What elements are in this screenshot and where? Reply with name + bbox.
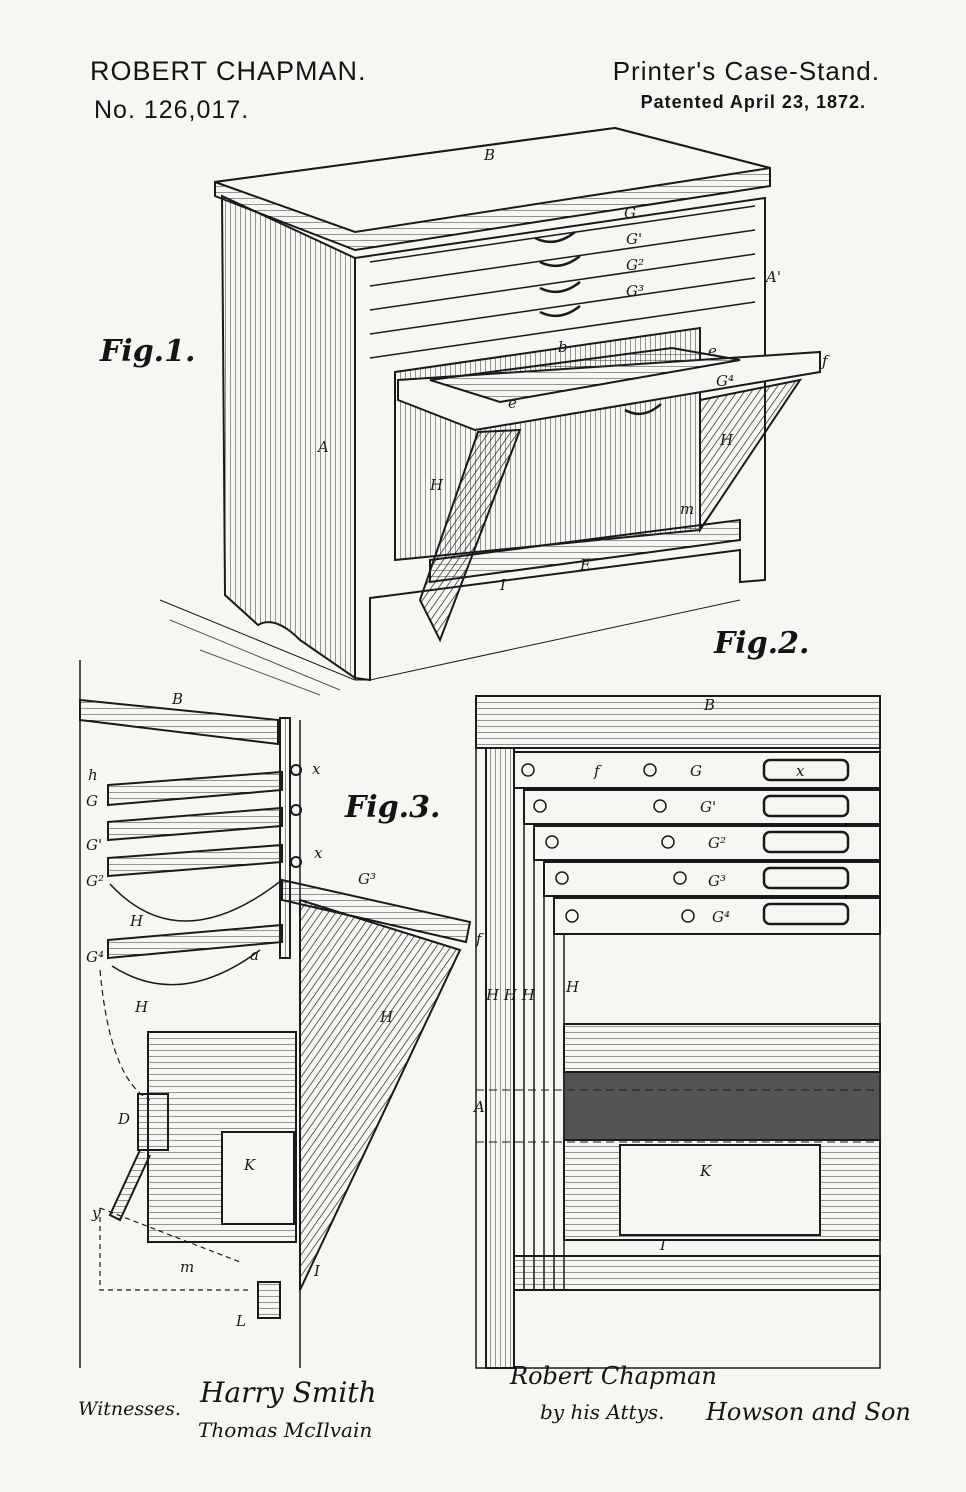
label-B-fig2: B — [703, 696, 715, 714]
label-E: E — [579, 556, 591, 574]
label-H-fig3: H — [129, 912, 144, 930]
inventor-name: ROBERT CHAPMAN. — [90, 56, 367, 86]
label-D: D — [117, 1110, 130, 1128]
label-K-fig2: K — [699, 1162, 712, 1180]
label-A-fig2: A — [472, 1098, 485, 1116]
patent-date: Patented April 23, 1872. — [640, 92, 866, 112]
witness-signature-1: Harry Smith — [200, 1376, 377, 1409]
label-x: x — [312, 760, 321, 778]
label-G4-fig3: G⁴ — [86, 948, 104, 966]
label-G1: G' — [626, 230, 642, 248]
label-G1-fig2: G' — [700, 798, 716, 816]
label-A-prime: A' — [764, 268, 781, 286]
label-I-fig2: I — [659, 1236, 667, 1254]
label-b: b — [558, 338, 568, 356]
label-G-fig2: G — [690, 762, 702, 780]
label-e2: e — [508, 394, 517, 412]
label-G3-fig2: G³ — [708, 872, 726, 890]
label-G1-fig3: G' — [86, 836, 102, 854]
inventor-signature: Robert Chapman — [510, 1362, 717, 1390]
fig2-label: Fig.2. — [714, 626, 810, 661]
label-x-fig2: x — [796, 762, 805, 780]
label-G2-fig3: G² — [86, 872, 104, 890]
label-I: I — [499, 576, 507, 594]
fig2-drawing — [475, 695, 881, 1369]
label-G-fig3: G — [86, 792, 98, 810]
fig2-labels: B f G x G' G² G³ G⁴ H H H H A K I — [472, 696, 805, 1254]
label-x2: x — [314, 844, 323, 862]
label-G2-fig2: G² — [708, 834, 726, 852]
label-K: K — [243, 1156, 256, 1174]
patent-number: No. 126,017. — [94, 96, 250, 124]
label-HHH: H H H — [485, 986, 536, 1004]
label-H2-fig3: H — [134, 998, 149, 1016]
label-f-fig3: f — [475, 930, 484, 948]
label-G: G — [624, 204, 636, 222]
fig1-drawing — [159, 126, 821, 696]
label-m: m — [680, 500, 694, 518]
label-H3-fig3: H — [379, 1008, 394, 1026]
label-H-fig2: H — [565, 978, 580, 996]
label-G4: G⁴ — [716, 372, 734, 390]
label-G4-fig2: G⁴ — [712, 908, 730, 926]
label-B-fig3: B — [171, 690, 183, 708]
label-L: L — [235, 1312, 246, 1330]
witnesses-label: Witnesses. — [78, 1398, 181, 1420]
label-y: y — [91, 1204, 101, 1222]
label-h: h — [88, 766, 98, 784]
label-H2: H — [429, 476, 444, 494]
fig1-label: Fig.1. — [100, 334, 196, 369]
fig3-drawing — [79, 660, 472, 1368]
label-B: B — [483, 146, 495, 164]
label-f-fig2: f — [593, 762, 602, 780]
attorney-signature: Howson and Son — [706, 1398, 911, 1426]
fig1-labels: B G G' G² G³ A' b e f G⁴ e H H A E I m — [316, 146, 830, 594]
label-m-fig3: m — [180, 1258, 194, 1276]
label-G3-fig3: G³ — [358, 870, 376, 888]
patent-title: Printer's Case-Stand. — [612, 56, 880, 86]
label-e: e — [708, 342, 717, 360]
label-I-fig3: I — [313, 1262, 321, 1280]
label-f: f — [821, 352, 830, 370]
label-a: a — [250, 946, 259, 964]
fig3-label: Fig.3. — [345, 790, 441, 825]
label-A: A — [316, 438, 329, 456]
label-G2: G² — [626, 256, 644, 274]
by-attorney-text: by his Attys. — [540, 1400, 665, 1424]
label-H: H — [719, 431, 734, 449]
fig3-labels: B x h G G' G² G⁴ x G³ f H H H a D K y m … — [86, 690, 484, 1330]
witness-signature-2: Thomas McIlvain — [198, 1418, 373, 1442]
label-G3: G³ — [626, 282, 644, 300]
